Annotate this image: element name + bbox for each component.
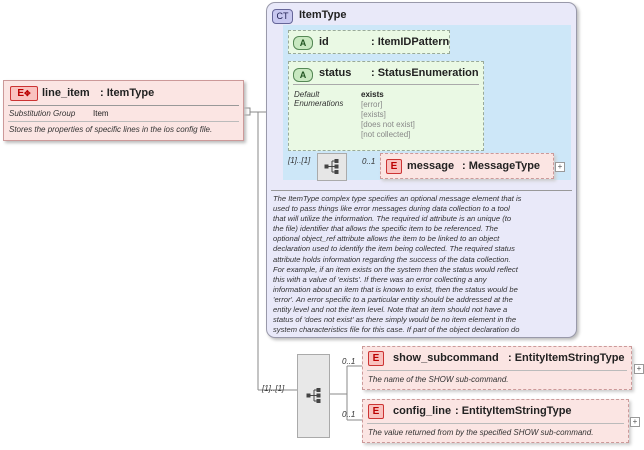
element-name: config_line [393,405,452,417]
attribute-status[interactable]: A status : StatusEnumeration Default Enu… [288,61,484,151]
substitution-group-label: Substitution Group [9,109,76,118]
enumerations-label: Enumerations [294,99,344,108]
attribute-name: id [319,36,329,48]
child-multiplicity: 0..1 [342,410,356,419]
enum-value: [exists] [361,110,386,119]
divider [8,121,239,122]
attribute-badge: A [293,36,313,50]
enum-value: [not collected] [361,130,411,139]
enum-value: [does not exist] [361,120,415,129]
sequence-icon [324,159,339,174]
sequence-compositor[interactable] [317,153,347,181]
expand-plus-icon[interactable]: + [555,162,565,172]
substitution-group-value: Item [93,109,109,118]
expand-plus-icon[interactable]: + [634,364,644,374]
element-documentation: Stores the properties of specific lines … [9,125,213,134]
element-name: message [407,160,455,172]
child-documentation: The name of the SHOW sub-command. [368,375,509,384]
attribute-badge: A [293,68,313,82]
enum-value: [error] [361,100,383,109]
sequence-compositor[interactable] [297,354,330,438]
sequence-icon [306,388,321,403]
divider [293,84,479,85]
divider [367,423,624,424]
child-documentation: The value returned from by the specified… [368,428,594,437]
attribute-type: : StatusEnumeration [371,67,479,79]
expand-plus-icon[interactable]: + [630,417,640,427]
element-badge: E [368,351,384,366]
sequence-multiplicity: [1]..[1] [288,156,311,165]
element-type: : EntityItemStringType [508,352,625,364]
element-name: show_subcommand [393,352,499,364]
default-label: Default [294,90,320,99]
divider [367,370,627,371]
divider [8,105,239,106]
sequence-multiplicity: [1]..[1] [262,384,285,393]
attribute-name: status [319,67,352,79]
child-multiplicity: 0..1 [342,357,356,366]
element-line-item[interactable]: E✥ line_item : ItemType Substitution Gro… [3,80,244,141]
message-multiplicity: 0..1 [362,157,376,166]
attribute-type: : ItemIDPattern [371,36,450,48]
element-message[interactable]: E message : MessageType [380,153,554,179]
complex-type-documentation: The ItemType complex type specifies an o… [273,194,522,335]
element-type: : EntityItemStringType [455,405,572,417]
divider [271,190,572,191]
element-type: : MessageType [462,160,541,172]
complex-type-badge: CT [272,9,293,24]
element-badge: E [386,159,402,174]
default-value: exists [361,90,384,99]
element-badge: E✥ [10,86,38,101]
element-config-line[interactable]: E config_line : EntityItemStringType The… [362,399,629,443]
complex-type-name: ItemType [299,9,347,21]
attribute-id[interactable]: A id : ItemIDPattern [288,30,450,54]
element-structure-icon: ✥ [23,89,31,98]
element-name: line_item [42,87,90,99]
element-badge: E [368,404,384,419]
element-show-subcommand[interactable]: E show_subcommand : EntityItemStringType… [362,346,632,390]
element-type: : ItemType [100,87,155,99]
